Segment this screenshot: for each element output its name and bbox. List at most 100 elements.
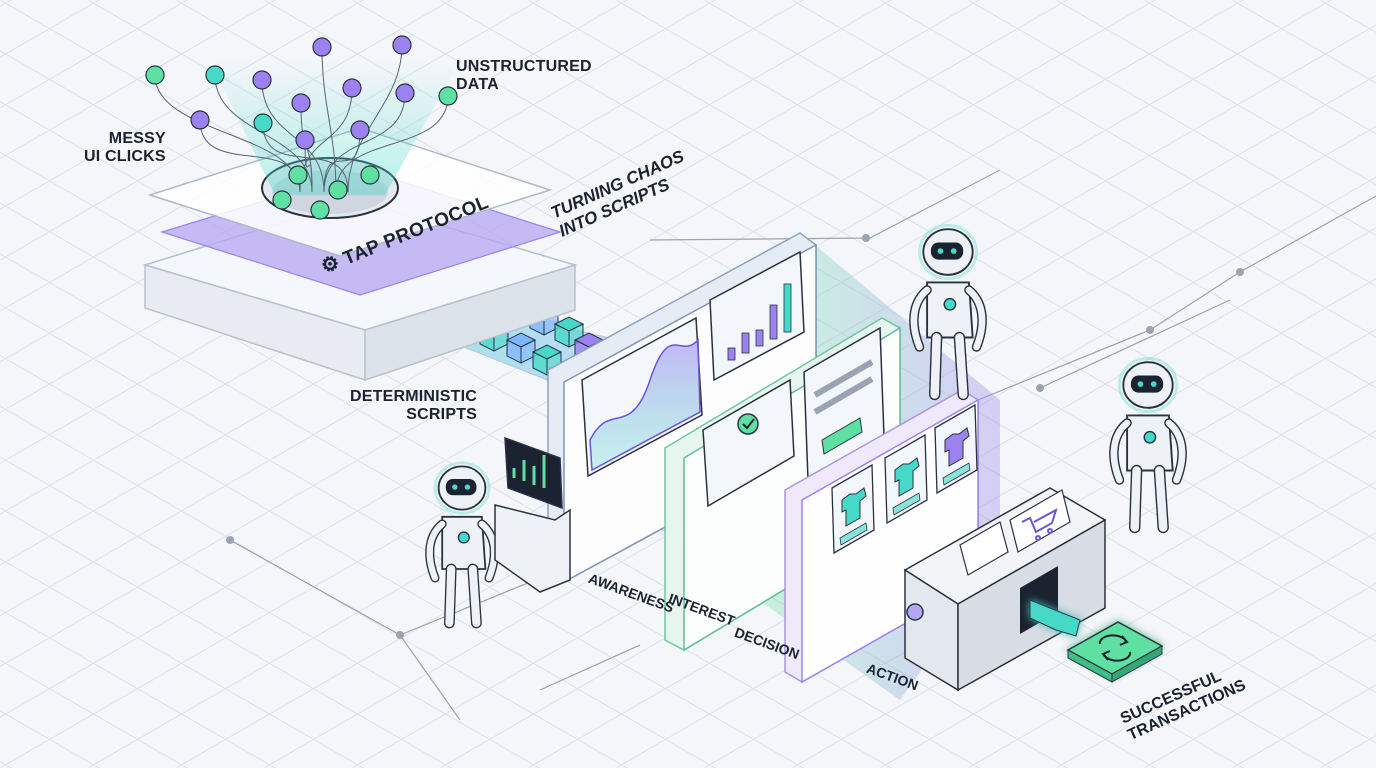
data-stream-line bbox=[323, 129, 361, 193]
unstructured-data-label: UNSTRUCTURED DATA bbox=[456, 58, 592, 94]
data-node bbox=[288, 165, 308, 185]
data-stream-line bbox=[304, 139, 313, 193]
robot-visor bbox=[445, 479, 477, 496]
grid-line bbox=[0, 405, 629, 768]
robot-glow bbox=[918, 223, 978, 281]
grid-line bbox=[0, 608, 277, 768]
data-node bbox=[252, 70, 272, 90]
bar-chart-bar bbox=[755, 329, 764, 347]
grid-line bbox=[0, 0, 13, 7]
grid-line bbox=[527, 278, 1376, 768]
grid-line bbox=[703, 0, 1376, 389]
data-node bbox=[350, 120, 370, 140]
grid-line bbox=[0, 456, 541, 768]
grid-line bbox=[0, 304, 805, 768]
product-price-tag bbox=[892, 492, 921, 516]
data-streams bbox=[145, 35, 460, 220]
data-stream-line bbox=[347, 44, 403, 193]
grid-line bbox=[879, 0, 1376, 287]
grid-line bbox=[0, 0, 805, 464]
robot-leg-fill bbox=[930, 333, 968, 399]
grid-line bbox=[1143, 0, 1376, 135]
data-node bbox=[190, 110, 210, 130]
grid-line bbox=[967, 532, 1376, 768]
robot-eye bbox=[950, 248, 957, 254]
product-cards bbox=[831, 403, 978, 555]
grid-line bbox=[1055, 582, 1376, 768]
grid-line bbox=[0, 0, 277, 160]
robot-eye bbox=[1137, 381, 1144, 387]
robot-arm-fill bbox=[426, 520, 446, 582]
grid-line bbox=[0, 0, 1069, 617]
data-node bbox=[145, 65, 165, 85]
robot-core bbox=[943, 297, 957, 311]
grid-line bbox=[0, 557, 365, 768]
tank-top-icon bbox=[944, 427, 970, 467]
grid-line bbox=[1143, 633, 1376, 768]
robot-glow bbox=[1118, 356, 1178, 414]
robot-visor bbox=[1130, 375, 1164, 393]
grid-line bbox=[0, 0, 189, 109]
robot-cashier bbox=[1109, 356, 1187, 534]
robot-analyst bbox=[909, 223, 987, 401]
data-node bbox=[291, 93, 311, 113]
checkmark-icon bbox=[737, 413, 759, 435]
robot-eye bbox=[937, 248, 944, 254]
data-node bbox=[328, 180, 348, 200]
grid-line bbox=[0, 253, 893, 768]
grid-line bbox=[0, 507, 453, 768]
product-price-tag bbox=[942, 462, 971, 486]
grid-line bbox=[0, 710, 101, 768]
robot-eye bbox=[1150, 381, 1157, 387]
refresh-icon bbox=[1098, 634, 1132, 662]
data-node bbox=[272, 190, 292, 210]
robot-arm-fill bbox=[1110, 419, 1131, 484]
robot-core bbox=[457, 531, 470, 544]
tshirt-icon bbox=[894, 457, 920, 497]
data-stream-line bbox=[261, 79, 325, 193]
tshirt-icon bbox=[841, 487, 867, 527]
robot-arm-fill bbox=[478, 520, 498, 582]
robot-core bbox=[1143, 430, 1157, 444]
bar-chart-icon bbox=[727, 283, 792, 361]
grid-line bbox=[351, 0, 1376, 592]
data-node bbox=[342, 78, 362, 98]
robot-arm-fill bbox=[1165, 419, 1186, 484]
data-node bbox=[395, 83, 415, 103]
grid-line bbox=[0, 354, 717, 768]
bar-chart-bar bbox=[783, 283, 792, 333]
data-node bbox=[205, 65, 225, 85]
analytics-screen bbox=[547, 232, 817, 584]
robot-visor bbox=[930, 242, 964, 260]
bar-chart-bar bbox=[727, 347, 736, 361]
bar-chart-bar bbox=[741, 332, 750, 354]
data-node bbox=[253, 113, 273, 133]
robot-arm-fill bbox=[965, 286, 986, 351]
data-node bbox=[438, 86, 458, 106]
grid-line bbox=[967, 0, 1376, 236]
grid-line bbox=[0, 761, 13, 768]
grid-line bbox=[791, 0, 1376, 338]
grid-line bbox=[1231, 684, 1376, 768]
grid-line bbox=[0, 0, 365, 211]
product-price-tag bbox=[839, 522, 868, 546]
messy-ui-clicks-label: MESSY UI CLICKS bbox=[84, 130, 166, 166]
grid-line bbox=[0, 0, 629, 363]
robot-eye bbox=[452, 484, 458, 490]
data-node bbox=[360, 165, 380, 185]
data-node bbox=[392, 35, 412, 55]
data-node bbox=[312, 37, 332, 57]
data-node bbox=[295, 130, 315, 150]
data-stream-line bbox=[321, 46, 337, 193]
grid-line bbox=[615, 0, 1376, 440]
data-stream-line bbox=[214, 74, 313, 193]
grid-line bbox=[527, 0, 1376, 490]
robot-arm-fill bbox=[910, 286, 931, 351]
grid-line bbox=[0, 0, 893, 515]
deterministic-scripts-label: DETERMINISTIC SCRIPTS bbox=[350, 388, 478, 424]
robot-glow bbox=[433, 461, 491, 515]
robot-leg-fill bbox=[445, 564, 481, 628]
grid-line bbox=[1231, 0, 1376, 84]
